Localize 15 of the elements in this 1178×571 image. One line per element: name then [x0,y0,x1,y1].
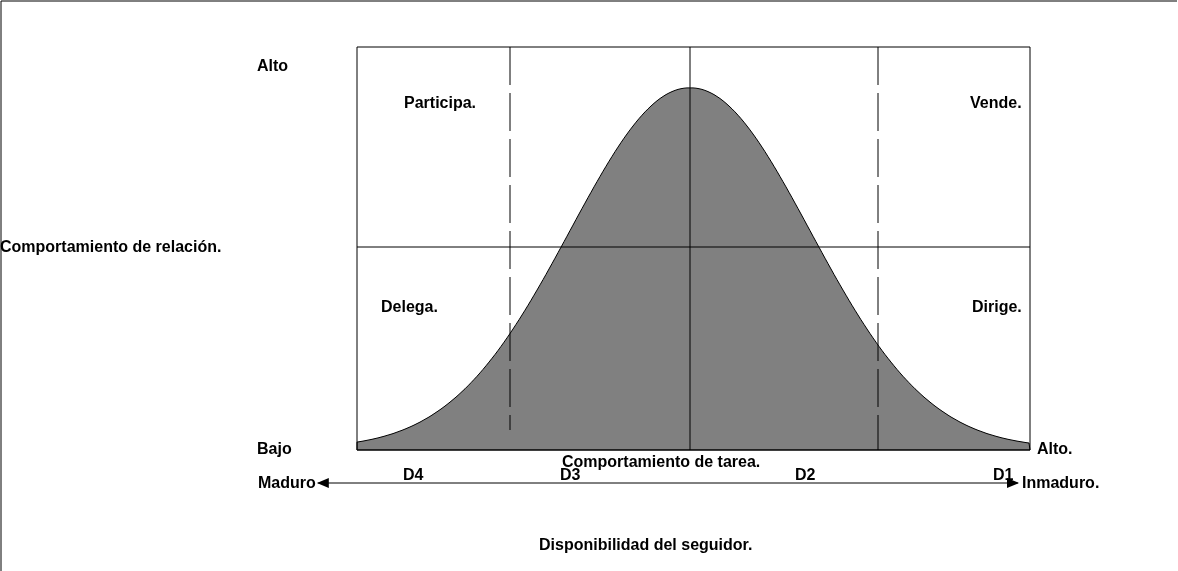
zone-label: D1 [993,466,1014,484]
axis-label: Alto [257,57,289,75]
axis-label: Bajo [257,440,292,458]
axis-label: Alto. [1037,440,1073,458]
axis-title: Disponibilidad del seguidor. [539,536,753,554]
zone-label: D4 [403,466,424,484]
axis-title: Comportamiento de relación. [0,238,222,256]
quadrant-label: Delega. [381,298,438,316]
double-arrow [316,478,1019,488]
axis-end-label: Maduro [258,474,316,492]
zone-label: D2 [795,466,816,484]
quadrant-label: Participa. [404,94,477,112]
axis-end-label: Inmaduro. [1022,474,1100,492]
quadrant-label: Dirige. [972,298,1022,316]
quadrant-label: Vende. [970,94,1022,112]
